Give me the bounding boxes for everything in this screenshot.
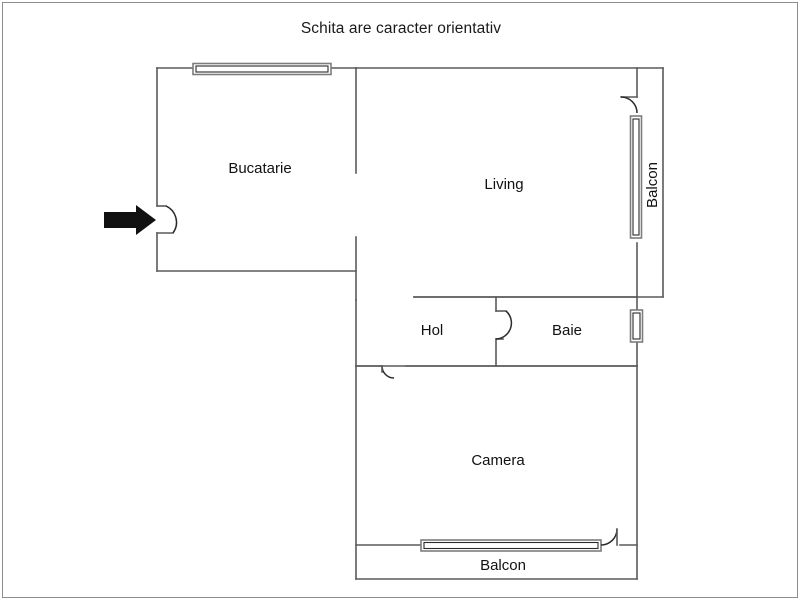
window-baie	[629, 309, 644, 343]
window-bucatarie-top	[192, 62, 332, 76]
room-label-baie: Baie	[552, 322, 582, 339]
door-living-balcony-arc	[620, 96, 638, 114]
window-living-balcony	[629, 115, 643, 239]
room-hol-baie	[355, 296, 638, 367]
window-camera-balcony	[420, 539, 602, 552]
balcony-living-label: Balcon	[644, 162, 661, 208]
room-camera	[355, 365, 638, 580]
door-camera-balcony-arc	[600, 528, 618, 546]
balcony-camera-label: Balcon	[480, 557, 526, 574]
room-label-bucatarie: Bucatarie	[228, 160, 291, 177]
room-bucatarie	[156, 67, 357, 272]
door-camera-arc	[381, 365, 395, 379]
room-label-living: Living	[484, 176, 523, 193]
room-label-hol: Hol	[421, 322, 444, 339]
room-label-camera: Camera	[471, 452, 525, 469]
page-title: Schita are caracter orientativ	[300, 20, 502, 37]
door-hol-baie-arc	[495, 310, 513, 340]
door-entrance-arc	[165, 205, 178, 234]
entrance-arrow	[104, 205, 156, 235]
